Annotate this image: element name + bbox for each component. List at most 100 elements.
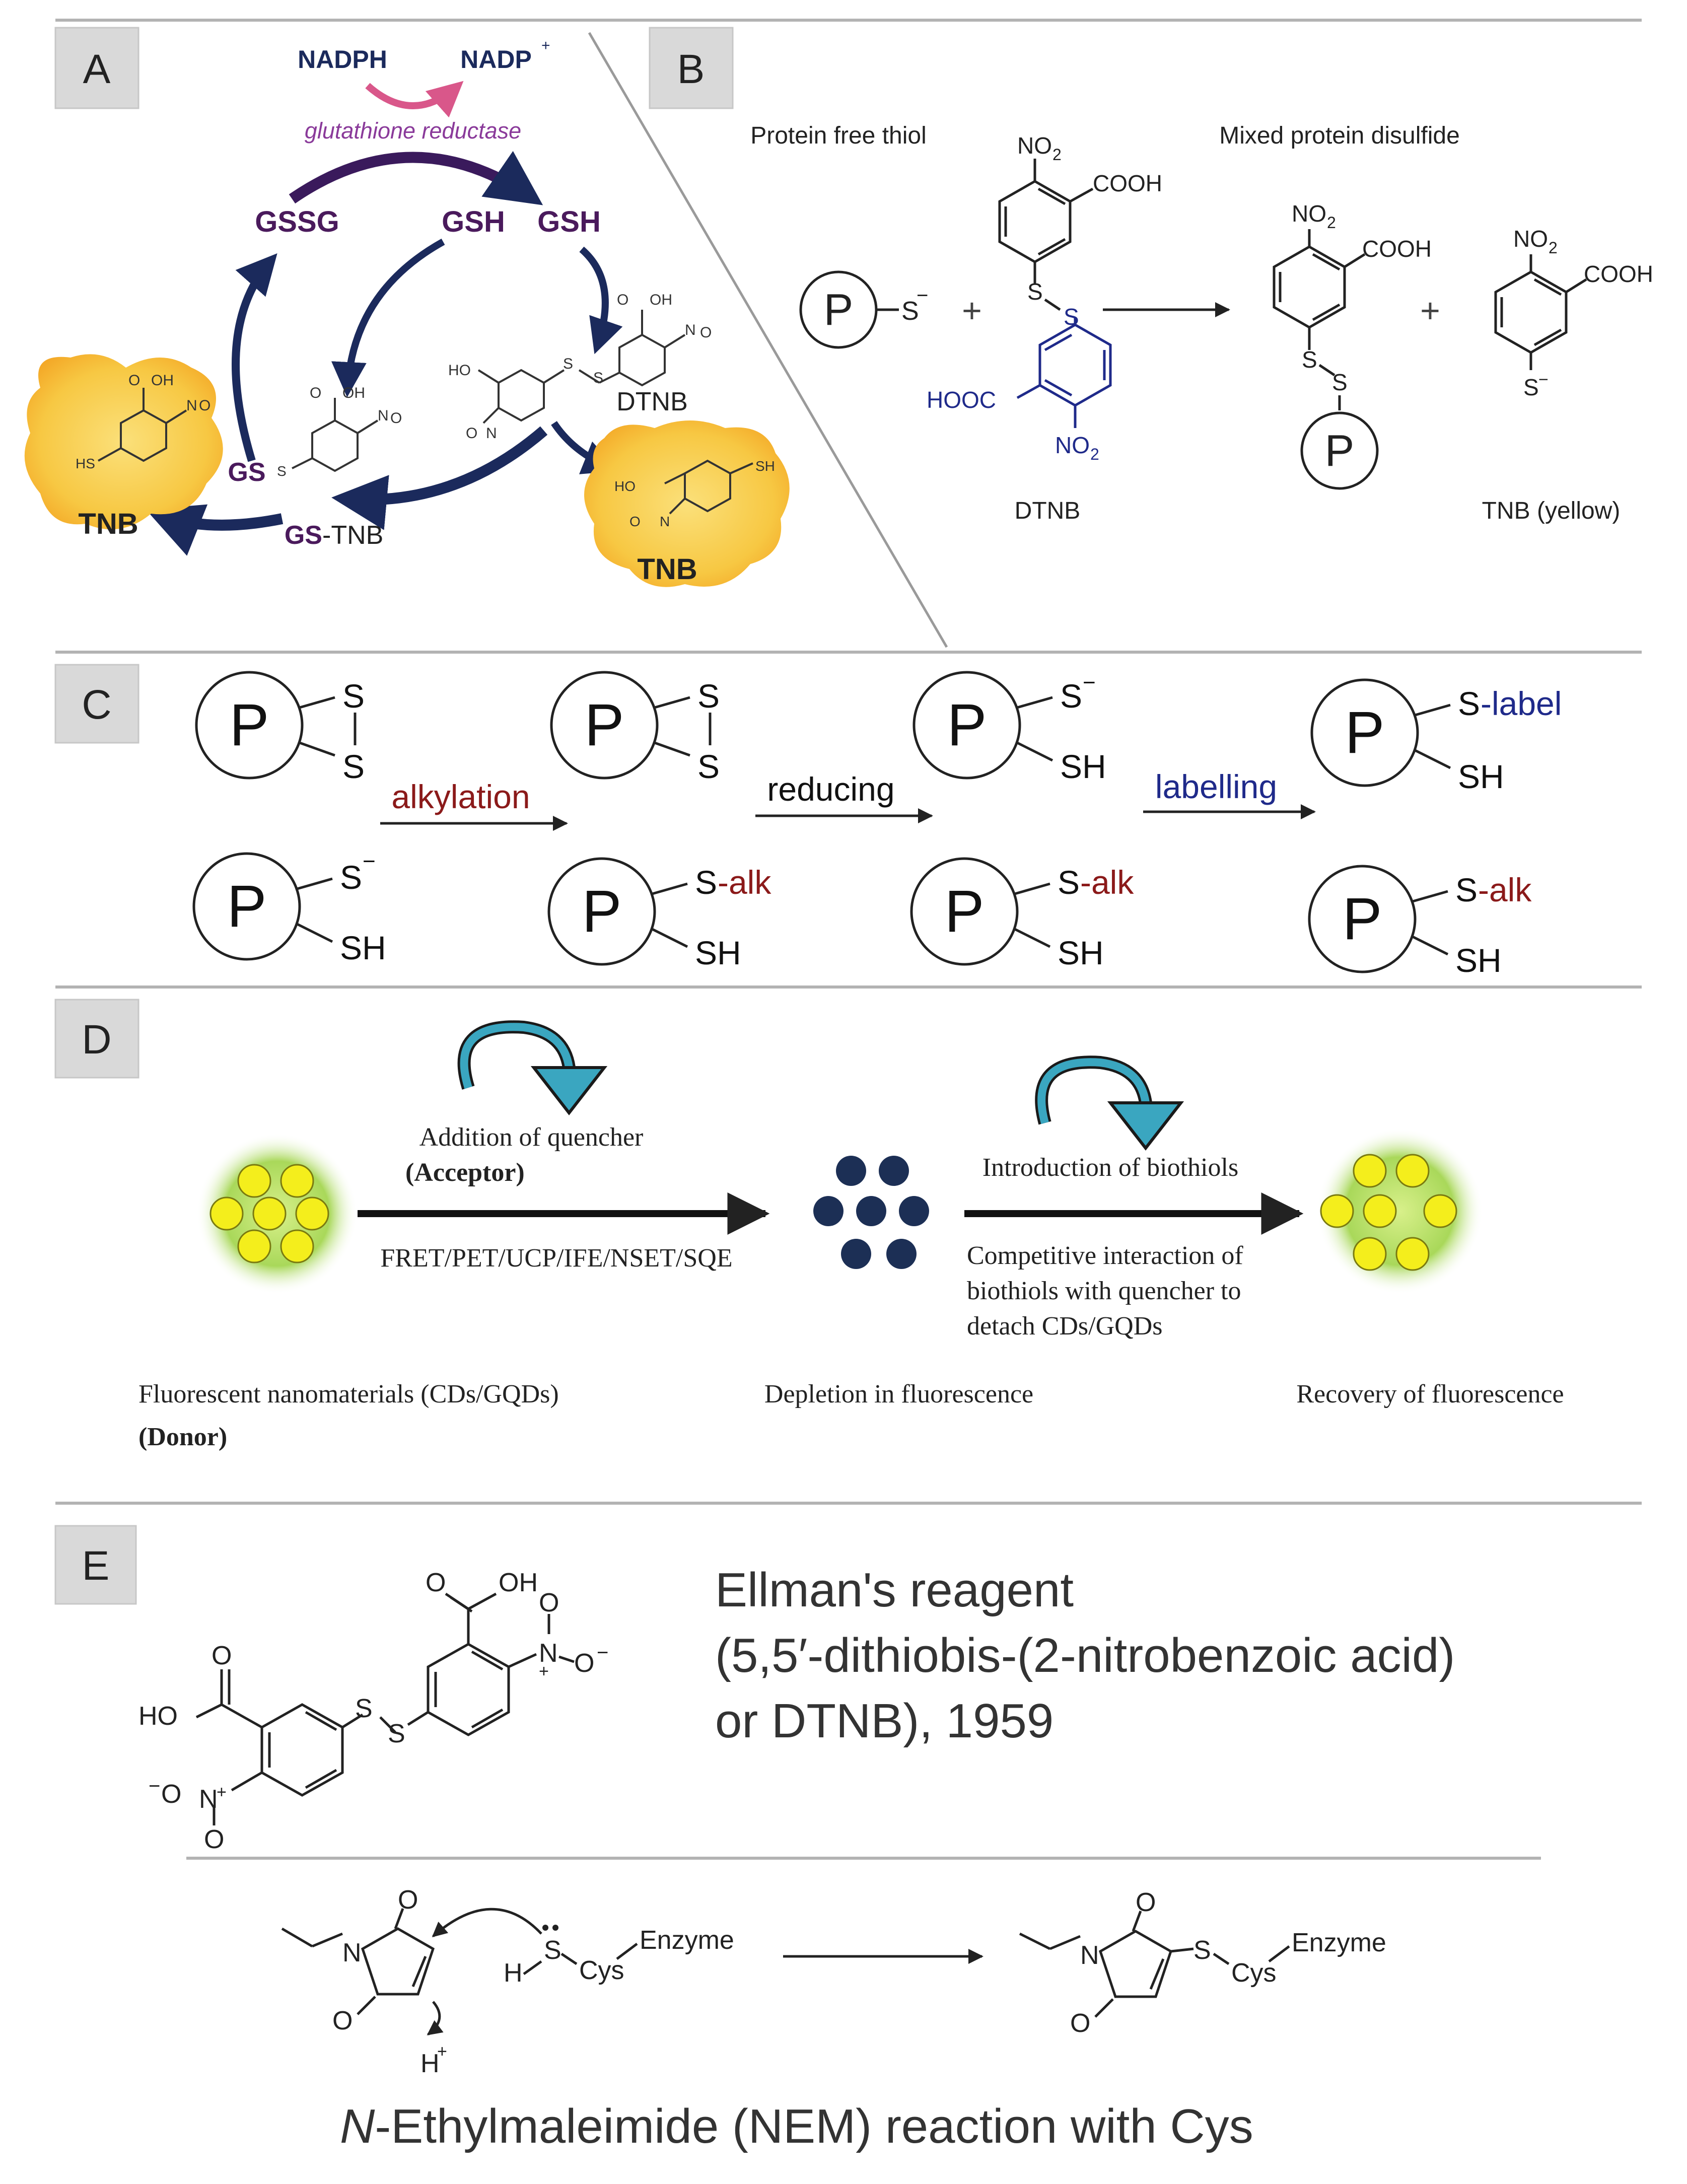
svg-text:O: O (574, 1649, 594, 1678)
free-thiol-label: Protein free thiol (750, 122, 927, 149)
svg-text:+: + (539, 1662, 549, 1681)
gs-tnb-rest: -TNB (322, 521, 383, 550)
mixed-disulfide-label: Mixed protein disulfide (1219, 122, 1460, 149)
biothiol-curved-arrow (1037, 1058, 1150, 1124)
c-protein-4 (1310, 678, 1419, 787)
panel-e-label: E (82, 1543, 110, 1589)
protein-circle-b2 (1300, 411, 1379, 490)
gsh-label-1: GSH (442, 205, 505, 238)
svg-text:O: O (199, 397, 210, 414)
dtnb-structure-e (195, 1592, 575, 1825)
svg-text:Cys: Cys (1231, 1958, 1277, 1988)
competitive-line-3: detach CDs/GQDs (967, 1312, 1163, 1341)
svg-text:−: − (149, 1775, 160, 1797)
nem-title-rest: -Ethylmaleimide (NEM) reaction with Cys (375, 2099, 1253, 2153)
alk-suffix-2: -alk (1080, 864, 1134, 901)
svg-text:S: S (1302, 346, 1317, 373)
svg-text:S: S (1332, 369, 1348, 395)
dtnb-label-a: DTNB (616, 387, 688, 416)
svg-text:SH: SH (1458, 758, 1504, 795)
svg-text:O: O (617, 292, 628, 308)
panel-c-label-box (54, 664, 139, 744)
svg-text:N: N (186, 397, 197, 414)
svg-text:O: O (700, 324, 712, 341)
tnb-product-structure (1494, 254, 1587, 370)
svg-text:COOH: COOH (1584, 261, 1653, 287)
gsh-to-dtnb-arrow (579, 246, 623, 355)
svg-text:+: + (217, 1783, 227, 1802)
donor-label: (Donor) (138, 1423, 227, 1451)
nem-reactant (281, 1908, 435, 2015)
svg-text:OH: OH (499, 1568, 538, 1597)
svg-text:O: O (629, 514, 641, 529)
introduction-of-biothiols: Introduction of biothiols (982, 1153, 1238, 1182)
svg-text:HO: HO (614, 478, 636, 494)
svg-text:2: 2 (1090, 445, 1099, 463)
svg-text:O: O (390, 410, 402, 427)
svg-text:N: N (1080, 1941, 1099, 1970)
nadph-label: NADPH (298, 45, 387, 74)
addition-of-quencher: Addition of quencher (419, 1123, 644, 1152)
dtnb-structure-a: S S O OH N O HO O N (448, 292, 712, 442)
separators (55, 19, 1642, 1860)
svg-text:OH: OH (151, 372, 174, 389)
svg-text:N: N (486, 425, 497, 442)
panel-a: A NADPH NADP + glutathione reductase GSS… (24, 27, 790, 587)
svg-text:S: S (1523, 374, 1539, 400)
proton-arrow (427, 2001, 444, 2035)
svg-text:COOH: COOH (1093, 170, 1162, 196)
svg-text:SH: SH (755, 458, 775, 474)
svg-text:S: S (1027, 278, 1043, 305)
svg-text:SH: SH (1455, 942, 1502, 979)
ellman-line-3: or DTNB), 1959 (715, 1694, 1053, 1748)
c-protein-1 (195, 671, 304, 780)
panel-c-label: C (82, 682, 111, 728)
svg-text:S: S (277, 463, 287, 479)
svg-text:Cys: Cys (579, 1956, 624, 1985)
svg-text:S: S (697, 677, 720, 715)
svg-text:S: S (1193, 1936, 1211, 1965)
dtnb-structure-b (998, 159, 1112, 428)
svg-text:−: − (363, 849, 376, 874)
c-protein-7 (910, 857, 1019, 966)
svg-text:O: O (128, 372, 140, 389)
svg-text:P: P (1343, 886, 1382, 952)
svg-text:S: S (901, 297, 919, 326)
tnb-right-structure: SH HO O N (614, 458, 775, 529)
svg-text:2: 2 (1327, 214, 1336, 232)
svg-text:S: S (388, 1719, 405, 1748)
svg-text:H: H (504, 1958, 523, 1988)
nem-title: N-Ethylmaleimide (NEM) reaction with Cys (340, 2099, 1253, 2153)
ellman-line-1: Ellman's reagent (715, 1563, 1074, 1617)
svg-text:P: P (947, 692, 987, 758)
svg-text:O: O (539, 1588, 559, 1617)
svg-text:S: S (1064, 304, 1079, 330)
nem-product (1019, 1911, 1290, 2018)
recovered-nanomaterials (1317, 1128, 1483, 1294)
svg-text:S: S (342, 677, 365, 715)
gs-s-label: GS (228, 458, 265, 487)
nadp-label: NADP (460, 45, 532, 74)
svg-text:OH: OH (650, 292, 672, 308)
panel-d-label-box (54, 999, 139, 1079)
cycle-arrow-up (232, 253, 277, 462)
labelling-label: labelling (1155, 768, 1277, 805)
svg-text:S: S (340, 859, 362, 896)
reductase-arrow (289, 151, 543, 205)
panel-b-label-box (649, 27, 734, 109)
svg-text:O: O (426, 1568, 446, 1597)
tnb-blob-left (24, 354, 223, 530)
svg-text:−: − (597, 1642, 608, 1664)
depletion-label: Depletion in fluorescence (764, 1380, 1033, 1408)
svg-text:S: S (563, 356, 573, 372)
svg-text:HO: HO (138, 1702, 178, 1731)
alk-suffix-3: -alk (1478, 871, 1532, 908)
svg-text:N: N (685, 322, 696, 338)
svg-text:N: N (342, 1938, 362, 1967)
svg-text:P: P (585, 692, 624, 758)
panel-b-label: B (677, 46, 705, 92)
svg-text:COOH: COOH (1362, 236, 1432, 262)
svg-text:P: P (230, 692, 269, 758)
svg-text:N: N (539, 1639, 558, 1668)
biothiol-arrow-head (1107, 1101, 1184, 1151)
